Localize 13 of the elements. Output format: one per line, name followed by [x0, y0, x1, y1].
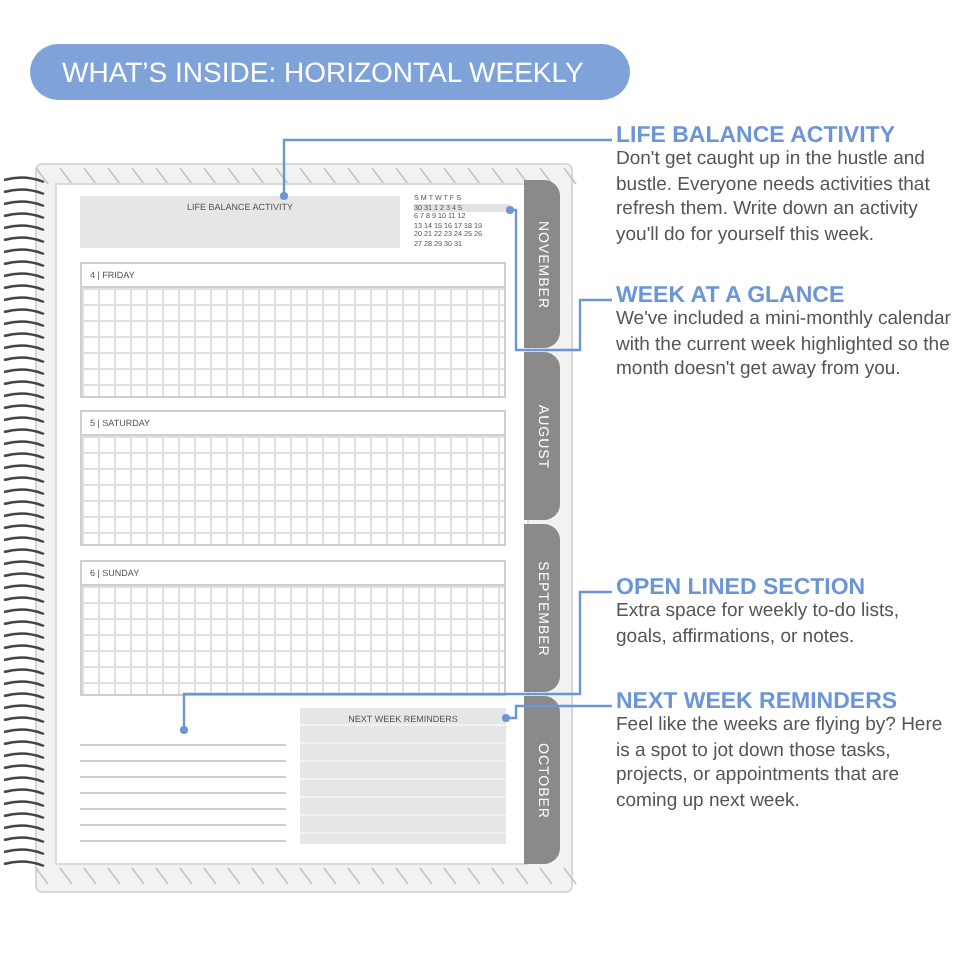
callout-description: Don't get caught up in the hustle and bustle. Everyone needs activities that refresh them. Write down an activity you'll do for yourself this week.: [616, 148, 932, 248]
callout-heading: OPEN LINED SECTION: [616, 576, 868, 600]
callout-description: Extra space for weekly to-do lists, goals, affirmations, or notes.: [616, 600, 901, 650]
leader-line: [506, 206, 612, 352]
callout-heading: LIFE BALANCE ACTIVITY: [616, 124, 897, 148]
callout-heading: NEXT WEEK REMINDERS: [616, 690, 900, 714]
callout-description: Feel like the weeks are flying by? Here is a spot to jot down those tasks, projects, or appointments that are coming up next week.: [616, 714, 945, 814]
leader-line: [180, 590, 612, 734]
leader-line: [502, 704, 612, 722]
leader-line: [280, 138, 612, 200]
callout-heading: WEEK AT A GLANCE: [616, 284, 847, 308]
title-banner: WHAT’S INSIDE: HORIZONTAL WEEKLY: [30, 44, 630, 100]
callout-description: We've included a mini-monthly calendar with the current week highlighted so the month doesn't get away from you.: [616, 308, 952, 383]
